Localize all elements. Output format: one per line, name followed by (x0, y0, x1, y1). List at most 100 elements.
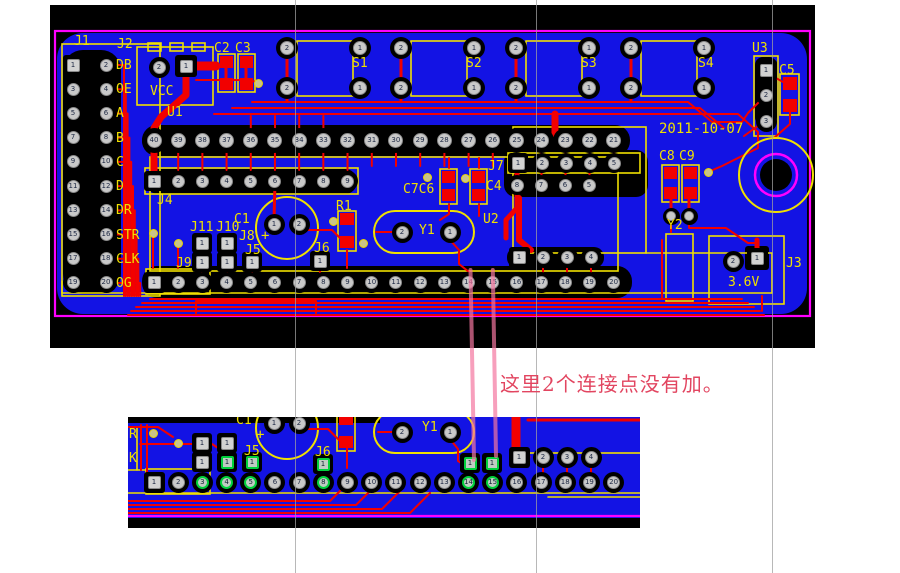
zoom-u2-pad-3[interactable]: 3 (556, 446, 578, 468)
zoom-pin-1[interactable]: 1 (143, 471, 165, 493)
j1-pad-16[interactable]: 16 (95, 224, 117, 246)
u3-pad-3[interactable]: 3 (755, 110, 777, 132)
c1-pad-1[interactable]: 1 (263, 213, 285, 235)
zoom-pin-10[interactable]: 10 (361, 471, 383, 493)
zoom-pin-9[interactable]: 9 (337, 471, 359, 493)
s3-pad[interactable]: 2 (505, 37, 527, 59)
j1-pad-2[interactable]: 2 (95, 54, 117, 76)
j4-pad-3[interactable]: 3 (192, 171, 213, 191)
j7-pad-3[interactable]: 3 (556, 153, 576, 173)
u1-pad-21[interactable]: 21 (601, 127, 627, 153)
zoom-c1-pad-1[interactable]: 1 (263, 417, 285, 434)
u1-pad-27[interactable]: 27 (455, 127, 481, 153)
s4-pad[interactable]: 2 (620, 77, 642, 99)
zoom-u2-pad-2[interactable]: 2 (532, 446, 554, 468)
zoom-u2-pad-4[interactable]: 4 (580, 446, 602, 468)
u1-pad-1[interactable]: 1 (143, 271, 165, 293)
zoom-pin-20[interactable]: 20 (603, 471, 625, 493)
u1-pad-19[interactable]: 19 (578, 271, 600, 293)
j1-pad-14[interactable]: 14 (95, 199, 117, 221)
s2-pad[interactable]: 1 (463, 77, 485, 99)
zoom-pin-11[interactable]: 11 (385, 471, 407, 493)
u1-pad-30[interactable]: 30 (383, 127, 409, 153)
u2-pad-2[interactable]: 2 (532, 246, 554, 268)
highlighted-pad[interactable]: 1 (460, 453, 480, 473)
u1-pad-11[interactable]: 11 (385, 271, 407, 293)
j1-pad-12[interactable]: 12 (95, 175, 117, 197)
j4-pad-8[interactable]: 8 (313, 171, 334, 191)
zoom-pin-16[interactable]: 16 (506, 471, 528, 493)
u2-pad-1[interactable]: 1 (508, 246, 530, 268)
j7-pad-2[interactable]: 2 (532, 153, 552, 173)
j1-pad-8[interactable]: 8 (95, 127, 117, 149)
zoom-pin-8[interactable]: 8 (312, 471, 334, 493)
u1-pad-25[interactable]: 25 (504, 127, 530, 153)
zoom-pin-15[interactable]: 15 (482, 471, 504, 493)
j1-pad-11[interactable]: 11 (62, 175, 84, 197)
u1-pad-7[interactable]: 7 (288, 271, 310, 293)
s1-pad[interactable]: 1 (349, 77, 371, 99)
highlighted-pad[interactable]: 1 (217, 452, 237, 472)
zoom-y1-pad-2[interactable]: 2 (391, 421, 413, 443)
j2-pad-2[interactable]: 2 (148, 56, 170, 78)
j7-pad-b6[interactable]: 6 (555, 175, 575, 195)
zoom-pin-4[interactable]: 4 (216, 471, 238, 493)
zoom-pin-14[interactable]: 14 (457, 471, 479, 493)
via[interactable] (173, 438, 183, 448)
j7-pad-4[interactable]: 4 (580, 153, 600, 173)
j4-pad-7[interactable]: 7 (289, 171, 310, 191)
zoom-pin-7[interactable]: 7 (288, 471, 310, 493)
j4-pad-9[interactable]: 9 (337, 171, 358, 191)
j1-pad-17[interactable]: 17 (62, 248, 84, 270)
s3-pad[interactable]: 1 (578, 77, 600, 99)
y1-pad-2[interactable]: 2 (391, 221, 413, 243)
zoom-pin-5[interactable]: 5 (240, 471, 262, 493)
s1-pad[interactable]: 2 (276, 77, 298, 99)
j1-pad-3[interactable]: 3 (62, 78, 84, 100)
j2-pad-1[interactable]: 1 (175, 55, 197, 77)
header-pad[interactable]: 1 (192, 452, 212, 472)
u1-pad-2[interactable]: 2 (167, 271, 189, 293)
zoom-pin-17[interactable]: 17 (530, 471, 552, 493)
j1-pad-15[interactable]: 15 (62, 224, 84, 246)
s3-pad[interactable]: 2 (505, 77, 527, 99)
j1-pad-5[interactable]: 5 (62, 102, 84, 124)
u1-pad-3[interactable]: 3 (191, 271, 213, 293)
j1-pad-13[interactable]: 13 (62, 199, 84, 221)
header-pad[interactable]: 1 (217, 433, 237, 453)
u1-pad-13[interactable]: 13 (433, 271, 455, 293)
j4-pad-4[interactable]: 4 (216, 171, 237, 191)
s4-pad[interactable]: 2 (620, 37, 642, 59)
u1-pad-39[interactable]: 39 (165, 127, 191, 153)
header-pad[interactable]: 1 (217, 252, 237, 272)
j1-pad-9[interactable]: 9 (62, 151, 84, 173)
j7-pad-b5[interactable]: 5 (579, 175, 599, 195)
u1-pad-40[interactable]: 40 (141, 127, 167, 153)
u1-pad-14[interactable]: 14 (457, 271, 479, 293)
u1-pad-16[interactable]: 16 (506, 271, 528, 293)
u1-pad-36[interactable]: 36 (238, 127, 264, 153)
u1-pad-8[interactable]: 8 (312, 271, 334, 293)
header-pad[interactable]: 1 (217, 233, 237, 253)
s2-pad[interactable]: 1 (463, 37, 485, 59)
u1-pad-22[interactable]: 22 (576, 127, 602, 153)
s4-pad[interactable]: 1 (693, 77, 715, 99)
highlighted-pad[interactable]: 1 (482, 453, 502, 473)
u1-pad-20[interactable]: 20 (603, 271, 625, 293)
s4-pad[interactable]: 1 (693, 37, 715, 59)
c9-pad[interactable] (680, 207, 698, 225)
j1-pad-18[interactable]: 18 (95, 248, 117, 270)
u1-pad-37[interactable]: 37 (214, 127, 240, 153)
u1-pad-10[interactable]: 10 (361, 271, 383, 293)
u1-pad-4[interactable]: 4 (216, 271, 238, 293)
u1-pad-31[interactable]: 31 (359, 127, 385, 153)
c8-pad[interactable] (662, 207, 680, 225)
s3-pad[interactable]: 1 (578, 37, 600, 59)
s2-pad[interactable]: 2 (390, 77, 412, 99)
u1-pad-23[interactable]: 23 (552, 127, 578, 153)
highlighted-pad[interactable]: 1 (313, 454, 333, 474)
u1-pad-12[interactable]: 12 (409, 271, 431, 293)
zoom-pin-3[interactable]: 3 (191, 471, 213, 493)
j1-pad-20[interactable]: 20 (95, 272, 117, 294)
u3-pad-2[interactable]: 2 (755, 85, 777, 106)
